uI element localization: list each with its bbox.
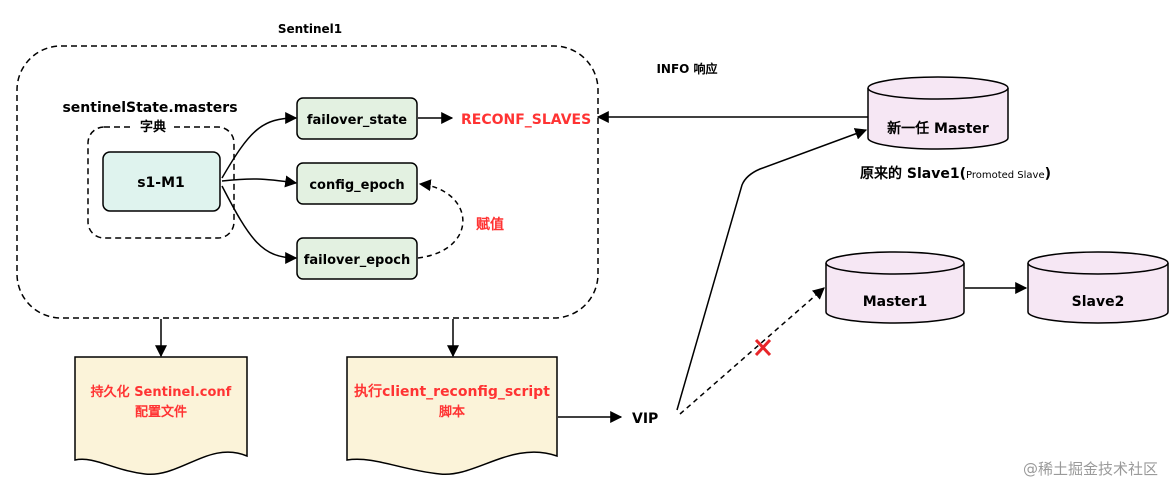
s1-m1-node [102, 151, 221, 212]
s1-m1-label: s1-M1 [137, 175, 185, 191]
masters-dict-sublabel: 字典 [140, 119, 166, 135]
arrow-vip-to-new-master [676, 128, 868, 411]
masters-dict-box [87, 126, 235, 239]
config-epoch-label: config_epoch [309, 178, 404, 193]
sentinel-container [16, 45, 599, 319]
failover-state-label: failover_state [307, 113, 407, 128]
script-doc [346, 356, 558, 475]
assign-label: 赋值 [476, 216, 504, 233]
vip-label: VIP [632, 411, 658, 427]
arrow-s1-to-failover-state [221, 112, 298, 179]
arrow-s1-to-failover-epoch [221, 185, 298, 264]
failover-epoch-label: failover_epoch [304, 253, 411, 268]
master1-cylinder [825, 251, 965, 324]
new-master-label: 新一任 Master [887, 120, 989, 137]
arrow-s1-to-config-epoch [221, 175, 298, 188]
original-slave-close: ) [1045, 166, 1051, 182]
cross-icon [754, 338, 772, 357]
slave2-cylinder [1027, 251, 1169, 324]
assign-dashed-arrow [417, 179, 464, 259]
reconf-slaves-label: RECONF_SLAVES [461, 112, 591, 128]
original-slave-main: 原来的 Slave1( [860, 165, 966, 182]
new-master-cylinder [867, 76, 1009, 150]
original-slave-small: Promoted Slave [966, 170, 1045, 181]
persist-doc-line1: 持久化 Sentinel.conf [91, 384, 232, 400]
script-doc-line2: 脚本 [439, 404, 465, 420]
arrow-vip-to-master1-broken [679, 287, 825, 415]
masters-dict-label: sentinelState.masters [62, 100, 237, 116]
sentinel-title: Sentinel1 [278, 22, 342, 36]
script-doc-line1: 执行client_reconfig_script [354, 383, 550, 400]
persist-doc [74, 356, 248, 475]
master1-label: Master1 [863, 294, 928, 310]
info-response-label: INFO 响应 [656, 61, 717, 76]
persist-doc-line2: 配置文件 [135, 404, 187, 420]
slave2-label: Slave2 [1072, 294, 1125, 310]
original-slave-label: 原来的 Slave1(Promoted Slave) [860, 165, 1051, 182]
watermark: @稀土掘金技术社区 [1023, 460, 1158, 478]
